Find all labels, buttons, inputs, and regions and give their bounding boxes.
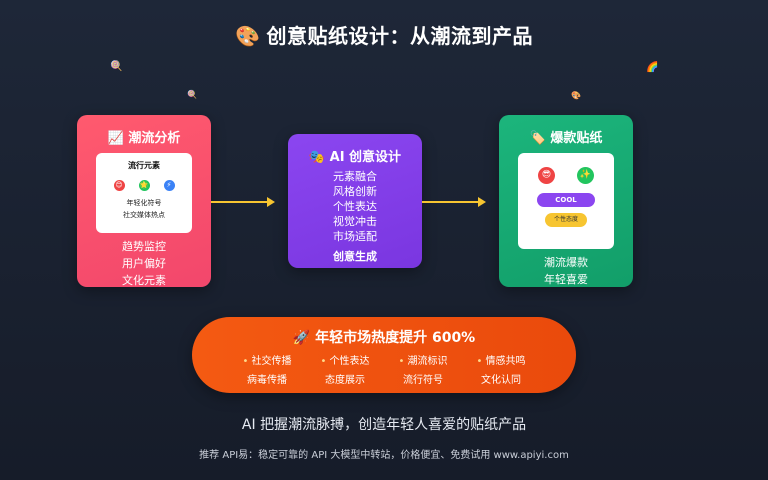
page-title: 🎨创意贴纸设计：从潮流到产品 — [0, 20, 768, 49]
banner-item: •潮流标识 — [385, 352, 461, 367]
market-heat-items: •社交传播 •个性表达 •潮流标识 •情感共鸣 病毒传播 态度展示 流行符号 文… — [192, 352, 576, 386]
market-heat-banner: 🚀 年轻市场热度提升 600% •社交传播 •个性表达 •潮流标识 •情感共鸣 … — [192, 317, 576, 393]
banner-item-text: 社交传播 — [251, 356, 292, 367]
sticker-line: 年轻喜爱 — [544, 273, 588, 286]
design-line: 个性表达 — [333, 200, 377, 213]
star-icon: 🌟 — [138, 180, 150, 191]
hot-sticker-title: 🏷️ 爆款贴纸 — [529, 131, 603, 146]
popular-elements-panel: 流行元素 😊 🌟 ⚡ 年轻化符号 社交媒体热点 — [96, 153, 192, 233]
lollipop-icon: 🍭 — [110, 61, 123, 72]
rainbow-icon: 🌈 — [646, 62, 659, 73]
trend-line: 文化元素 — [122, 274, 166, 287]
arrow-right-icon — [211, 197, 275, 207]
banner-item-text: 潮流标识 — [407, 356, 448, 367]
trend-analysis-lines: 趋势监控 用户偏好 文化元素 — [77, 238, 211, 289]
tagline: AI 把握潮流脉搏，创造年轻人喜爱的贴纸产品 — [241, 417, 527, 433]
bullet-icon: • — [242, 356, 249, 367]
smile-icon: 😊 — [113, 180, 125, 191]
bullet-icon: • — [476, 356, 483, 367]
attitude-sticker-pill: 个性态度 — [545, 213, 587, 227]
banner-item: •个性表达 — [307, 352, 383, 367]
design-line: 风格创新 — [333, 185, 377, 198]
arrow-right-icon — [422, 197, 486, 207]
sparkles-icon: ✨ — [577, 167, 594, 184]
banner-item: 态度展示 — [325, 375, 365, 386]
palette-icon-small: 🎨 — [571, 91, 581, 100]
popular-elements-heading: 流行元素 — [128, 161, 160, 170]
trend-line: 趋势监控 — [122, 240, 166, 253]
trend-analysis-card: 📈 潮流分析 流行元素 😊 🌟 ⚡ 年轻化符号 社交媒体热点 趋势监控 用户偏好… — [77, 115, 211, 287]
banner-item: •情感共鸣 — [463, 352, 539, 367]
bullet-icon: • — [398, 356, 405, 367]
banner-item: 文化认同 — [481, 375, 521, 386]
design-line: 视觉冲击 — [333, 215, 377, 228]
trend-line: 用户偏好 — [122, 257, 166, 270]
lightning-icon: ⚡ — [163, 180, 175, 191]
sticker-line: 潮流爆款 — [544, 256, 588, 269]
banner-item: •社交传播 — [229, 352, 305, 367]
ai-design-lines: 元素融合 风格创新 个性表达 视觉冲击 市场适配 — [288, 169, 422, 244]
ai-creative-design-title: 🎭 AI 创意设计 — [308, 150, 402, 165]
hot-sticker-card: 🏷️ 爆款贴纸 😎 ✨ COOL 个性态度 潮流爆款 年轻喜爱 — [499, 115, 633, 287]
cool-face-icon: 😎 — [538, 167, 555, 184]
ai-creative-design-card: 🎭 AI 创意设计 元素融合 风格创新 个性表达 视觉冲击 市场适配 创意生成 — [288, 134, 422, 268]
page-title-text: 创意贴纸设计：从潮流到产品 — [266, 24, 533, 48]
popular-element-line: 社交媒体热点 — [123, 211, 165, 219]
design-line: 市场适配 — [333, 230, 377, 243]
lollipop-icon-small: 🍭 — [187, 90, 197, 99]
footer-promo: 推荐 API易：稳定可靠的 API 大模型中转站，价格便宜、免费试用 www.a… — [199, 450, 569, 461]
hot-sticker-lines: 潮流爆款 年轻喜爱 — [499, 254, 633, 288]
popular-element-line: 年轻化符号 — [126, 199, 162, 207]
palette-icon: 🎨 — [235, 24, 261, 48]
sticker-preview-panel: 😎 ✨ COOL 个性态度 — [518, 153, 614, 249]
banner-item-text: 情感共鸣 — [485, 356, 526, 367]
market-heat-title: 🚀 年轻市场热度提升 600% — [292, 330, 476, 346]
banner-item-text: 个性表达 — [329, 356, 370, 367]
creative-generation-label: 创意生成 — [333, 250, 377, 263]
cool-sticker-pill: COOL — [537, 193, 595, 207]
bullet-icon: • — [320, 356, 327, 367]
banner-item: 流行符号 — [403, 375, 443, 386]
trend-analysis-title: 📈 潮流分析 — [107, 131, 181, 146]
banner-item: 病毒传播 — [247, 375, 287, 386]
design-line: 元素融合 — [333, 170, 377, 183]
